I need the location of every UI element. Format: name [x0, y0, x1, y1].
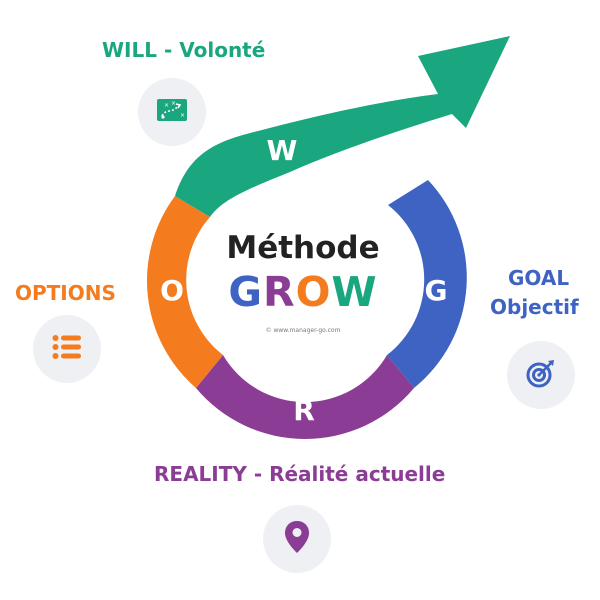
location-pin-icon [284, 520, 310, 558]
will-arrow [175, 36, 510, 217]
goal-label-line1: GOAL [508, 266, 570, 290]
ring-letter-o: O [160, 274, 184, 307]
copyright-text: © www.manager-go.com [266, 327, 341, 334]
ring-letter-w: W [267, 134, 298, 167]
goal-label-line2: Objectif [490, 295, 579, 319]
grow-letter-o: O [296, 268, 332, 316]
goal-icon-circle [507, 341, 575, 409]
center-title: Méthode [226, 230, 379, 266]
list-icon [52, 334, 82, 364]
reality-label: REALITY - Réalité actuelle [154, 462, 446, 486]
options-icon-circle [33, 315, 101, 383]
grow-wordmark: GROW [228, 268, 377, 316]
svg-text:×: × [171, 100, 176, 107]
goal-segment [387, 180, 467, 388]
strategy-board-icon: × × × [156, 96, 188, 128]
options-label: OPTIONS [15, 281, 116, 305]
grow-letter-r: R [263, 268, 296, 316]
reality-segment [196, 355, 414, 439]
svg-text:×: × [164, 102, 169, 109]
grow-letter-w: W [331, 268, 377, 316]
will-icon-circle: × × × [138, 78, 206, 146]
will-label: WILL - Volonté [102, 38, 266, 62]
reality-icon-circle [263, 505, 331, 573]
ring-letter-r: R [293, 394, 315, 427]
target-icon [526, 358, 556, 392]
options-segment [146, 196, 223, 388]
grow-letter-g: G [228, 268, 263, 316]
ring-letter-g: G [425, 274, 448, 307]
svg-text:×: × [180, 112, 185, 119]
